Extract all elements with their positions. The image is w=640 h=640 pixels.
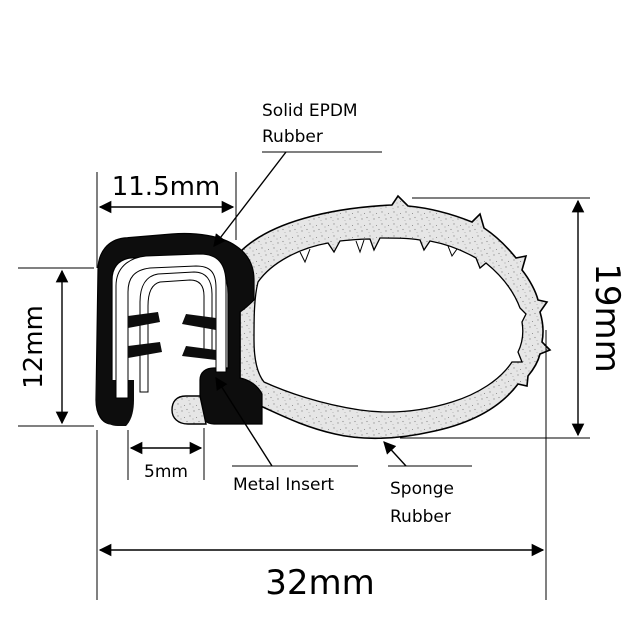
dimension-gap-width-label: 5mm — [144, 462, 188, 482]
sponge-foot — [171, 395, 207, 425]
gripping-fingers — [128, 312, 216, 360]
dimension-right-height-label: 19mm — [587, 263, 627, 373]
callout-solid-epdm-line1: Solid EPDM — [262, 101, 358, 121]
dimension-top-width: 11.5mm — [96, 172, 237, 268]
callout-solid-epdm: Solid EPDM Rubber — [213, 101, 382, 248]
dimension-left-height-label: 12mm — [19, 305, 49, 389]
sponge-bulb — [239, 194, 552, 440]
callout-metal-insert: Metal Insert — [215, 376, 358, 495]
dimension-total-width: 32mm — [96, 330, 547, 603]
sponge-bulb-cavity — [253, 237, 527, 413]
dimension-gap-width: 5mm — [127, 428, 205, 482]
callout-solid-epdm-line2: Rubber — [262, 127, 323, 147]
dimension-total-width-label: 32mm — [265, 563, 375, 603]
dimension-top-width-label: 11.5mm — [112, 172, 221, 202]
callout-sponge-line1: Sponge — [390, 479, 454, 499]
dimension-right-height: 19mm — [400, 197, 627, 439]
dimension-left-height: 12mm — [18, 267, 94, 427]
callout-metal-insert-label: Metal Insert — [233, 475, 334, 495]
callout-sponge-line2: Rubber — [390, 507, 451, 527]
metal-insert — [115, 253, 227, 399]
callout-sponge-rubber: Sponge Rubber — [383, 441, 472, 527]
